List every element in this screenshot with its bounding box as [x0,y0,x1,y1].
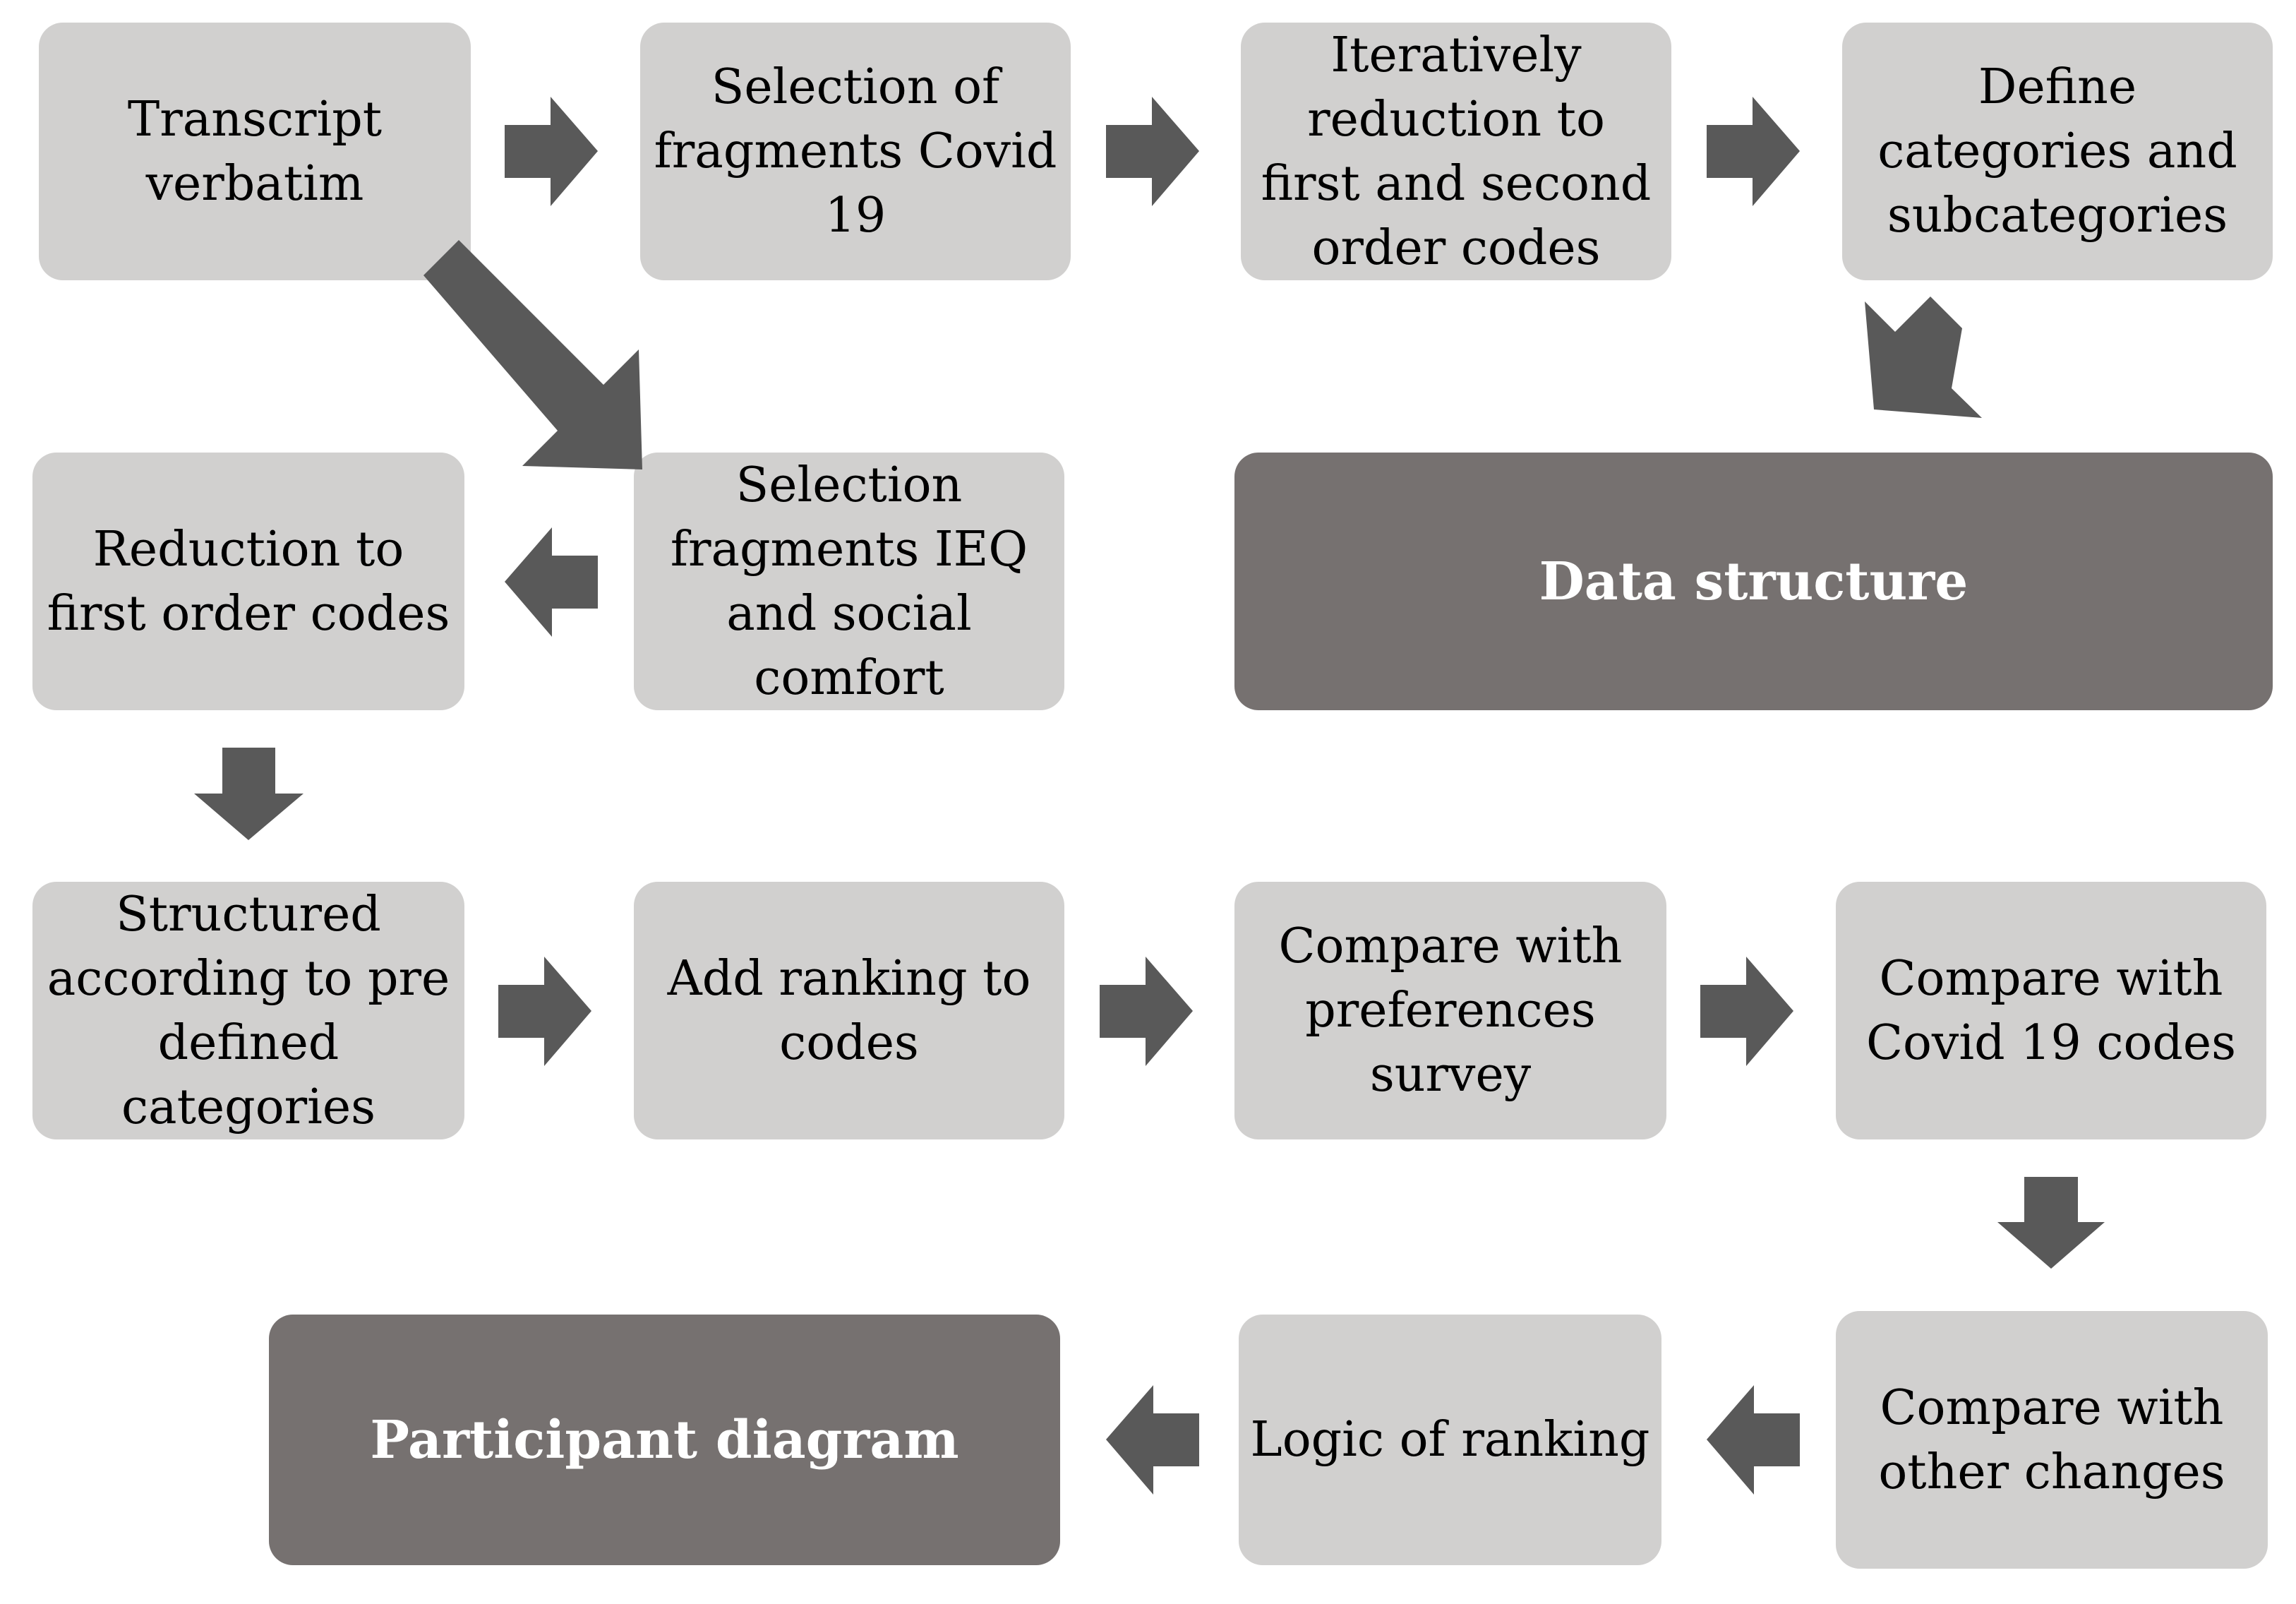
node-transcript-verbatim: Transcript verbatim [39,23,471,280]
arrow-down-left-icon [1856,297,1982,418]
node-compare-other-changes: Compare with other changes [1836,1311,2268,1569]
node-participant-diagram: Participant diagram [269,1315,1060,1565]
node-label: Add ranking to codes [667,950,1031,1071]
node-label: Selection fragments IEQ and social comfo… [670,457,1028,706]
node-compare-preferences: Compare with preferences survey [1234,882,1666,1139]
node-selection-covid: Selection of fragments Covid 19 [640,23,1071,280]
node-label: Participant diagram [370,1409,959,1471]
node-label: Structured according to pre defined cate… [47,886,450,1135]
node-label: Data structure [1539,551,1969,612]
node-iterative-reduction: Iteratively reduction to first and secon… [1241,23,1671,280]
node-label: Compare with Covid 19 codes [1865,950,2237,1071]
arrow-left-icon [1106,1385,1199,1495]
arrow-left-icon [505,527,598,637]
node-define-categories: Define categories and subcategories [1842,23,2273,280]
node-data-structure: Data structure [1234,453,2273,710]
node-structured-categories: Structured according to pre defined cate… [32,882,464,1139]
arrow-right-icon [505,97,598,206]
arrow-right-icon [1700,957,1793,1066]
node-add-ranking: Add ranking to codes [634,882,1064,1139]
node-selection-ieq: Selection fragments IEQ and social comfo… [634,453,1064,710]
arrow-right-icon [1106,97,1199,206]
node-label: Compare with other changes [1878,1379,2225,1500]
arrow-right-icon [498,957,591,1066]
node-label: Logic of ranking [1250,1412,1650,1468]
node-label: Compare with preferences survey [1278,918,1623,1103]
node-label: Define categories and subcategories [1877,59,2237,244]
arrow-down-right-icon [409,240,649,473]
node-label: Reduction to first order codes [47,521,450,642]
arrow-right-icon [1707,97,1800,206]
node-reduction-first-order: Reduction to first order codes [32,453,464,710]
arrow-left-icon [1707,1385,1800,1495]
node-logic-ranking: Logic of ranking [1239,1315,1661,1565]
arrow-down-icon [1997,1177,2105,1269]
node-label: Selection of fragments Covid 19 [654,59,1057,244]
node-compare-covid-codes: Compare with Covid 19 codes [1836,882,2266,1139]
arrow-right-icon [1100,957,1193,1066]
node-label: Iteratively reduction to first and secon… [1261,27,1652,276]
node-label: Transcript verbatim [127,91,383,212]
arrow-down-icon [194,748,303,840]
